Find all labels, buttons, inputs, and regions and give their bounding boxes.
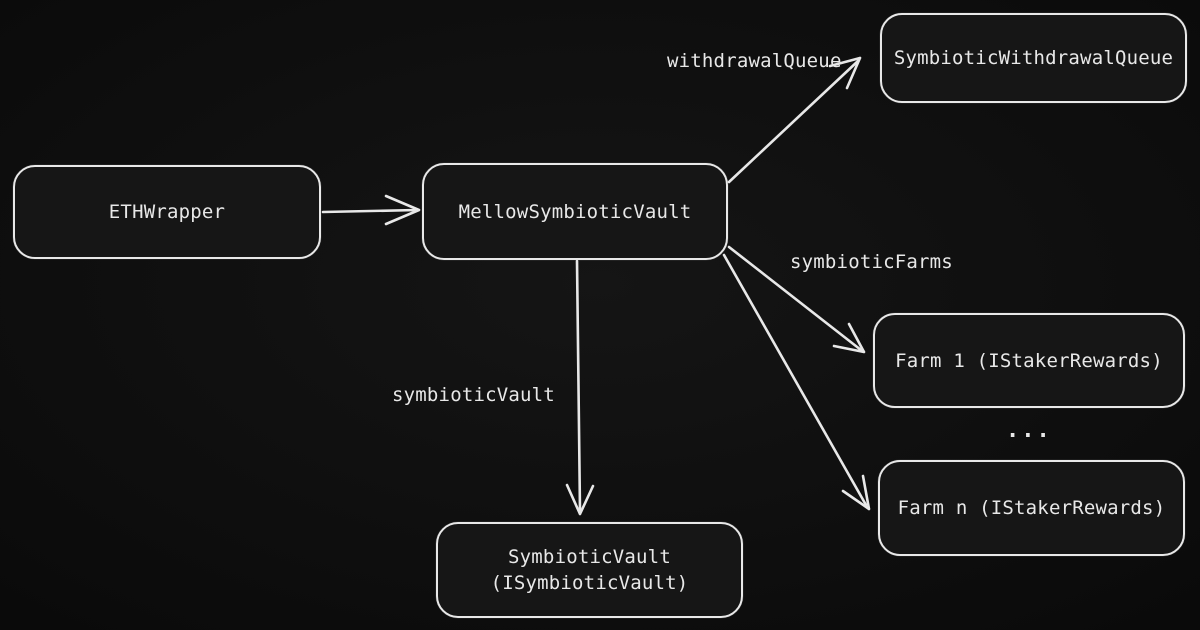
node-ethwrapper-label: ETHWrapper xyxy=(108,201,226,223)
edge-mellowvault-to-symbioticvault xyxy=(565,259,595,516)
node-symbiotic-vault-label-line2: (ISymbioticVault) xyxy=(490,572,689,594)
farms-ellipsis: ... xyxy=(1006,418,1052,443)
node-symbiotic-withdrawal-queue: SymbioticWithdrawalQueue xyxy=(880,13,1187,103)
node-farm-1-label: Farm 1 (IStakerRewards) xyxy=(895,349,1163,372)
node-symbiotic-vault-label-line1: SymbioticVault xyxy=(508,546,671,568)
node-ethwrapper: ETHWrapper xyxy=(13,165,321,259)
node-mellow-symbiotic-vault: MellowSymbioticVault xyxy=(422,163,728,260)
edge-mellowvault-to-withdrawalqueue xyxy=(727,56,862,184)
edge-label-withdrawal-queue: withdrawalQueue xyxy=(667,50,842,72)
node-farm-n-label: Farm n (IStakerRewards) xyxy=(897,497,1166,519)
node-farm-n: Farm n (IStakerRewards) xyxy=(878,460,1185,556)
edge-label-symbiotic-vault: symbioticVault xyxy=(392,384,555,406)
edge-ethwrapper-to-mellowvault xyxy=(321,194,421,226)
edge-mellowvault-to-farm1 xyxy=(727,245,866,354)
edge-label-symbiotic-farms: symbioticFarms xyxy=(790,251,953,273)
edge-mellowvault-to-farmn xyxy=(722,253,871,511)
node-symbiotic-withdrawal-queue-label: SymbioticWithdrawalQueue xyxy=(893,47,1174,69)
node-mellow-symbiotic-vault-label: MellowSymbioticVault xyxy=(458,200,692,223)
node-symbiotic-vault: SymbioticVault (ISymbioticVault) xyxy=(436,522,743,618)
node-farm-1: Farm 1 (IStakerRewards) xyxy=(873,313,1185,408)
